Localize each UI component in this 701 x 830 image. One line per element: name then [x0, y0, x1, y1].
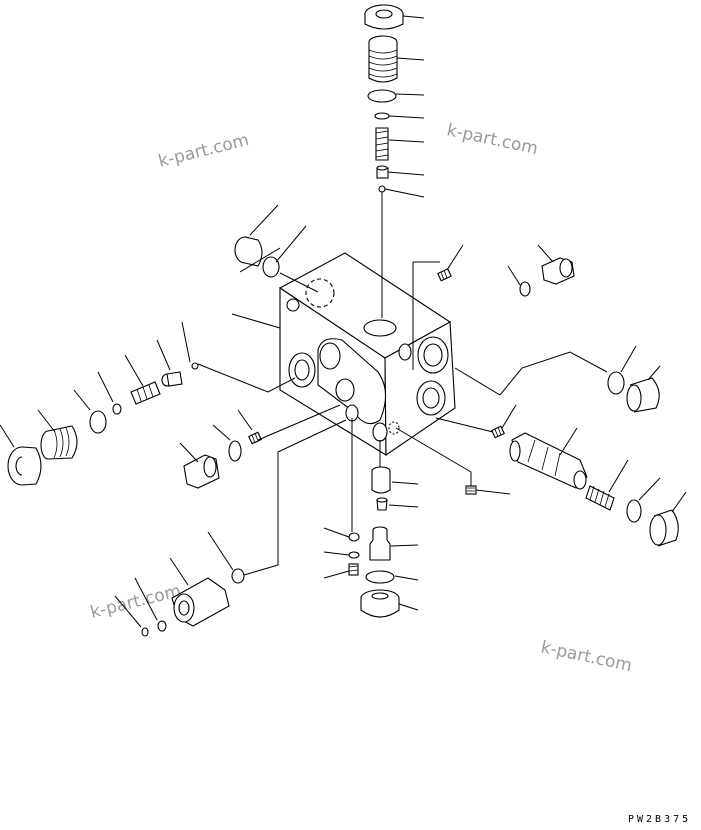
- ball: [348, 532, 360, 542]
- set-screw: [437, 268, 452, 282]
- o-ring: [367, 89, 397, 103]
- o-ring: [626, 499, 642, 523]
- leader-line: [446, 244, 464, 271]
- leader-line: [608, 459, 629, 493]
- o-ring: [228, 440, 242, 462]
- leader-line: [97, 371, 114, 403]
- spring-right: [585, 485, 615, 511]
- backup-ring: [112, 403, 122, 415]
- leader-line: [114, 595, 142, 628]
- spring: [348, 563, 359, 576]
- drawing-code: PW2B375: [628, 814, 691, 825]
- leader-line: [559, 427, 578, 456]
- backup-ring: [374, 112, 390, 120]
- leader-line: [73, 389, 91, 411]
- leader-line: [454, 351, 608, 396]
- leader-line: [620, 345, 637, 373]
- plug-right-upper: [541, 257, 575, 285]
- leader-line: [237, 409, 253, 431]
- leader-line: [275, 225, 307, 263]
- leader-line: [124, 354, 144, 387]
- leader-line: [239, 247, 281, 273]
- sleeve: [371, 466, 391, 494]
- spring-left: [130, 381, 161, 405]
- leader-line: [212, 424, 231, 441]
- nut-top: [364, 4, 404, 30]
- leader-line: [169, 557, 189, 586]
- poppet: [376, 497, 388, 511]
- leader-line: [394, 575, 419, 581]
- leader-line: [243, 419, 347, 576]
- spring: [375, 127, 389, 161]
- plug-bottom-right: [649, 509, 679, 547]
- plug-left-upper: [234, 236, 263, 267]
- leader-line: [323, 551, 350, 556]
- leader-line: [388, 504, 419, 508]
- leader-line: [0, 424, 15, 448]
- leader-line: [395, 427, 472, 486]
- leader-line: [435, 417, 494, 433]
- leader-line: [398, 603, 419, 611]
- o-ring: [231, 568, 245, 584]
- set-screw: [248, 431, 262, 445]
- spool: [509, 432, 588, 490]
- leader-line: [323, 570, 350, 579]
- leader-line: [249, 204, 279, 236]
- backup-ring: [141, 627, 149, 637]
- check-valve-left: [171, 577, 230, 627]
- leader-line: [537, 244, 554, 263]
- plug-right: [626, 377, 660, 413]
- leader-line: [231, 313, 281, 329]
- watermark: k-part.com: [88, 581, 183, 623]
- leader-line: [475, 489, 511, 495]
- watermark: k-part.com: [539, 637, 634, 676]
- leader-line: [501, 404, 517, 429]
- check-valve: [369, 526, 391, 561]
- plug-left: [183, 454, 220, 489]
- o-ring: [365, 570, 395, 584]
- leader-line: [156, 339, 171, 371]
- watermark: k-part.com: [156, 130, 251, 172]
- poppet-left: [161, 371, 183, 387]
- watermark: k-part.com: [445, 120, 540, 159]
- leader-line: [391, 481, 419, 485]
- leader-line: [134, 577, 158, 621]
- leader-line: [279, 272, 319, 293]
- ball: [378, 185, 386, 193]
- backup-ring: [157, 620, 167, 632]
- leader-line: [207, 531, 234, 571]
- ball: [191, 362, 199, 370]
- leader-line: [197, 363, 296, 393]
- leader-line: [647, 365, 661, 381]
- leader-line: [507, 265, 521, 286]
- ball: [519, 281, 531, 297]
- leader-line: [390, 544, 419, 547]
- poppet: [376, 165, 389, 179]
- backup-ring: [348, 551, 360, 559]
- leader-line: [179, 442, 199, 463]
- leader-lines-top: [381, 15, 425, 318]
- leader-line: [323, 527, 350, 538]
- valve-body: [278, 252, 456, 457]
- relief-valve-left: [40, 425, 78, 460]
- plug-threaded-top: [368, 35, 398, 83]
- o-ring: [262, 256, 280, 278]
- seat: [360, 589, 400, 618]
- o-ring: [607, 371, 625, 395]
- leader-line: [37, 409, 56, 433]
- leader-line: [671, 491, 687, 513]
- leader-line: [638, 477, 661, 501]
- set-screw: [491, 425, 505, 439]
- o-ring: [89, 410, 107, 434]
- leader-line: [181, 321, 191, 363]
- leader-line: [257, 404, 341, 441]
- set-screw: [465, 485, 477, 495]
- nut-left: [7, 446, 42, 486]
